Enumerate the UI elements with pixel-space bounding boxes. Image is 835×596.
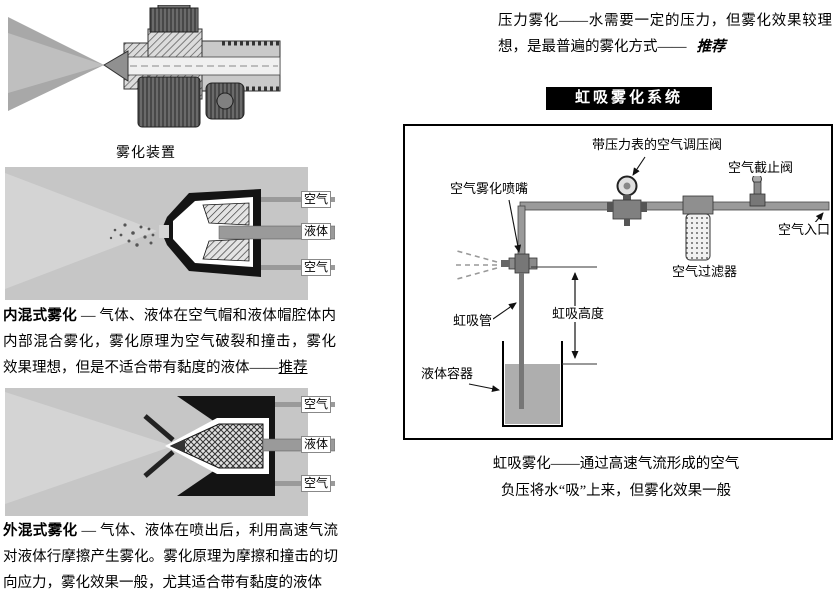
nozzle-cross-section: [143, 396, 335, 496]
internal-mix-illustration: [5, 167, 335, 300]
air-filter: [682, 195, 714, 261]
regulator-label: 带压力表的空气调压阀: [591, 137, 724, 153]
air-regulator-with-gauge: [607, 175, 647, 226]
atomized-particles: [109, 223, 155, 247]
air-inlet-label: 空气入口: [777, 222, 832, 238]
internal-mix-figure: 空气 液体 空气: [5, 167, 335, 300]
siphon-system-title-banner: 虹吸雾化系统: [546, 87, 712, 110]
container-label: 液体容器: [420, 366, 475, 382]
external-mix-figure: 空气 液体 空气: [5, 388, 335, 516]
internal-recommend: 推荐: [278, 360, 308, 376]
air-liquid-feed-lines: [257, 402, 335, 486]
siphon-tube-label: 虹吸管: [452, 313, 494, 329]
air-atomizing-nozzle: [501, 253, 538, 274]
nozzle-body-cutaway: [103, 5, 281, 128]
internal-mix-paragraph: 内混式雾化 — 气体、液体在空气帽和液体帽腔体内内部混合雾化，雾化原理为空气破裂…: [3, 303, 336, 381]
liquid-label: 液体: [301, 223, 332, 240]
spray-dashes: [453, 250, 498, 280]
spray-cone: [8, 17, 104, 111]
nozzle-device-figure: [8, 5, 281, 136]
air-label-bottom: 空气: [301, 475, 332, 492]
pressure-atomization-paragraph: 压力雾化——水需要一定的压力，但雾化效果较理想，是最普遍的雾化方式——推荐: [498, 8, 832, 60]
nozzle-label: 空气雾化喷嘴: [449, 181, 530, 197]
siphon-caption: 虹吸雾化——通过高速气流形成的空气 负压将水“吸”上来，但雾化效果一般: [426, 451, 806, 505]
external-mix-illustration: [5, 388, 335, 516]
liquid-fill: [505, 364, 560, 424]
air-label-top: 空气: [301, 191, 332, 208]
external-mix-paragraph: 外混式雾化 — 气体、液体在喷出后，利用高速气流对液体行摩擦产生雾化。雾化原理为…: [3, 518, 338, 596]
air-supply-pipe: [517, 201, 830, 259]
annotation-arrows: [468, 156, 824, 393]
air-stop-valve: [749, 174, 766, 207]
siphon-system-diagram-box: 带压力表的空气调压阀 空气截止阀 空气雾化喷嘴 空气入口 空气过滤器 虹吸管 虹…: [403, 124, 833, 440]
siphon-tube: [519, 273, 524, 409]
pressure-recommend: 推荐: [696, 39, 726, 55]
spray-cone: [5, 173, 157, 289]
liquid-label: 液体: [301, 436, 332, 453]
external-mix-body: — 气体、液体在喷出后，利用高速气流对液体行摩擦产生雾化。雾化原理为摩擦和撞击的…: [3, 523, 339, 591]
air-liquid-feed-lines: [255, 197, 335, 270]
liquid-container-beaker: [502, 341, 563, 427]
device-caption: 雾化装置: [116, 146, 176, 161]
internal-mix-term: 内混式雾化: [3, 308, 78, 324]
air-label-top: 空气: [301, 396, 332, 413]
spray-cone: [5, 392, 173, 504]
internal-mix-body: — 气体、液体在空气帽和液体帽腔体内内部混合雾化，雾化原理为空气破裂和撞击，雾化…: [3, 308, 337, 376]
siphon-height-label: 虹吸高度: [551, 306, 606, 322]
siphon-caption-line1: 虹吸雾化——通过高速气流形成的空气: [492, 456, 740, 472]
external-mix-term: 外混式雾化: [3, 523, 78, 539]
air-label-bottom: 空气: [301, 259, 332, 276]
nozzle-device-illustration: [8, 5, 281, 128]
air-filter-label: 空气过滤器: [671, 264, 739, 280]
stop-valve-label: 空气截止阀: [727, 160, 795, 176]
pressure-body: 压力雾化——水需要一定的压力，但雾化效果较理想，是最普遍的雾化方式——: [498, 13, 832, 55]
siphon-system-illustration: [453, 156, 830, 427]
siphon-caption-line2: 负压将水“吸”上来，但雾化效果一般: [500, 483, 732, 499]
